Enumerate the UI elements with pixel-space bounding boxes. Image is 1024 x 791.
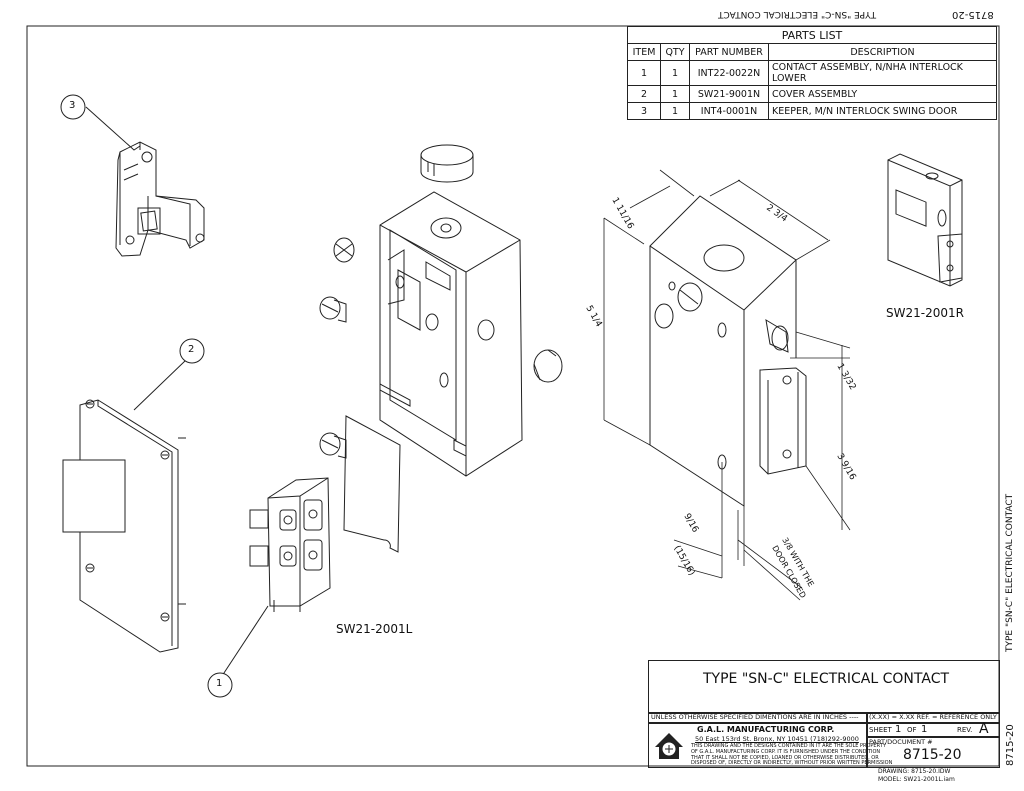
top-upside-down-title: TYPE "SN-C" ELECTRICAL CONTACT xyxy=(718,9,877,19)
view-label-right: SW21-2001R xyxy=(886,306,964,320)
sheet-number: 1 xyxy=(895,724,902,735)
rev-value: A xyxy=(979,721,989,737)
doc-number: 8715-20 xyxy=(903,747,962,763)
of-label: OF xyxy=(907,726,917,734)
cell-item: 2 xyxy=(627,85,661,103)
reference-note: (X.XX) = X.XX REF. = REFERENCE ONLY xyxy=(869,713,997,721)
col-header-part-number: PART NUMBER xyxy=(689,43,769,61)
table-row: 3 1 INT4-0001N KEEPER, M/N INTERLOCK SWI… xyxy=(627,102,997,120)
cell-item: 1 xyxy=(627,60,661,86)
knockout-plug xyxy=(420,144,474,183)
sheet-block: SHEET 1 OF 1 REV. A xyxy=(866,721,1000,738)
parts-list-title: PARTS LIST xyxy=(627,26,997,44)
dimensioned-box xyxy=(649,195,807,507)
leader-1 xyxy=(221,605,269,677)
company-block: G.A.L. MANUFACTURING CORP. 50 East 153rd… xyxy=(648,722,892,768)
company-address: 50 East 153rd St. Bronx, NY 10451 (718)2… xyxy=(695,735,859,743)
cell-qty: 1 xyxy=(660,85,690,103)
drawing-file: DRAWING: 8715-20.IDW xyxy=(878,768,951,775)
cell-description: KEEPER, M/N INTERLOCK SWING DOOR xyxy=(768,102,997,120)
cell-qty: 1 xyxy=(660,102,690,120)
leader-3 xyxy=(85,106,141,151)
legal-line-1: THIS DRAWING AND THE DESIGNS CONTAINED I… xyxy=(691,743,886,749)
table-row: 1 1 INT22-0022N CONTACT ASSEMBLY, N/NHA … xyxy=(627,60,997,86)
company-name: G.A.L. MANUFACTURING CORP. xyxy=(697,725,835,734)
leader-2 xyxy=(133,359,187,411)
model-file: MODEL: SW21-2001L.iam xyxy=(878,776,955,783)
reference-row: (X.XX) = X.XX REF. = REFERENCE ONLY xyxy=(866,712,1000,724)
balloon-3 xyxy=(60,94,86,120)
tolerance-row: UNLESS OTHERWISE SPECIFIED DIMENTIONS AR… xyxy=(648,712,868,724)
balloon-label-3: 3 xyxy=(69,100,76,111)
sheet-total: 1 xyxy=(921,724,928,735)
side-title: TYPE "SN-C" ELECTRICAL CONTACT xyxy=(1005,493,1015,652)
cell-part-number: INT22-0022N xyxy=(689,60,769,86)
cell-item: 3 xyxy=(627,102,661,120)
screws xyxy=(319,237,563,459)
col-header-item: ITEM xyxy=(627,43,661,61)
table-row: 2 1 SW21-9001N COVER ASSEMBLY xyxy=(627,85,997,103)
view-label-left: SW21-2001L xyxy=(336,622,413,636)
right-hand-box xyxy=(887,153,963,287)
cover-part xyxy=(62,399,186,653)
cell-description: CONTACT ASSEMBLY, N/NHA INTERLOCK LOWER xyxy=(768,60,997,86)
drawing-border xyxy=(26,25,1000,767)
doc-label: PART/DOCUMENT # xyxy=(869,738,933,746)
keeper-part xyxy=(115,141,205,257)
contact-part xyxy=(249,477,331,612)
col-header-description: DESCRIPTION xyxy=(768,43,997,61)
balloon-2 xyxy=(179,338,205,364)
cell-part-number: SW21-9001N xyxy=(689,85,769,103)
col-header-qty: QTY xyxy=(660,43,690,61)
gasket-part xyxy=(343,415,401,553)
parts-list-table: PARTS LIST ITEM QTY PART NUMBER DESCRIPT… xyxy=(627,26,997,120)
enclosure-body xyxy=(379,191,523,477)
side-number: 8715-20 xyxy=(1005,724,1016,766)
balloon-1 xyxy=(207,672,233,698)
rev-label: REV. xyxy=(957,726,973,734)
balloon-label-2: 2 xyxy=(188,344,195,355)
company-logo xyxy=(651,727,687,763)
balloon-label-1: 1 xyxy=(216,678,223,689)
cell-part-number: INT4-0001N xyxy=(689,102,769,120)
dimension-lines xyxy=(603,169,851,601)
parts-list-header-row: ITEM QTY PART NUMBER DESCRIPTION xyxy=(627,43,997,61)
legal-line-3: THAT IT SHALL NOT BE COPIED, LOANED OR O… xyxy=(691,755,879,761)
cell-qty: 1 xyxy=(660,60,690,86)
document-block: PART/DOCUMENT # 8715-20 xyxy=(866,736,1000,768)
tolerance-note: UNLESS OTHERWISE SPECIFIED DIMENTIONS AR… xyxy=(651,713,859,721)
top-upside-down-number: 8715-20 xyxy=(952,9,994,20)
legal-line-2: OF G.A.L. MANUFACTURING CORP. IT IS FURN… xyxy=(691,749,881,755)
sheet-label: SHEET xyxy=(869,726,892,734)
title-block-main: TYPE "SN-C" ELECTRICAL CONTACT xyxy=(648,660,1000,714)
cell-description: COVER ASSEMBLY xyxy=(768,85,997,103)
title-block-title: TYPE "SN-C" ELECTRICAL CONTACT xyxy=(703,671,950,687)
legal-line-4: DISPOSED OF, DIRECTLY OR INDIRECTLY, WIT… xyxy=(691,760,893,766)
